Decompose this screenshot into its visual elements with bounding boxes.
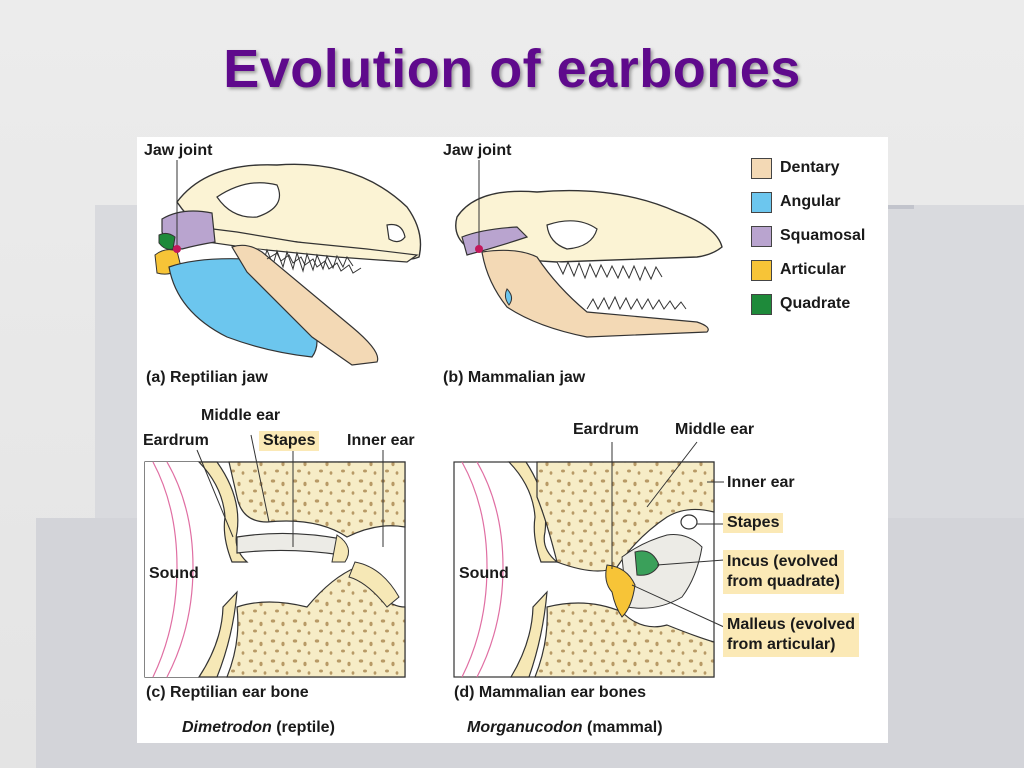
legend-label-angular: Angular (780, 193, 841, 210)
mammal-skull (455, 189, 723, 282)
mammal-malleus (605, 564, 636, 618)
legend-swatch-squamosal (751, 225, 772, 247)
legend-item-articular: Articular (751, 253, 865, 287)
legend-label-squamosal: Squamosal (780, 227, 866, 244)
d-sound-label: Sound (459, 565, 509, 582)
legend-swatch-angular (751, 191, 772, 213)
bone-legend: Dentary Angular Squamosal Articular Quad… (751, 151, 865, 321)
caption-reptilian-jaw: (a) Reptilian jaw (146, 369, 268, 386)
d-malleus-line-1: Malleus (evolved (727, 616, 856, 633)
c-stapes-label: Stapes (259, 431, 320, 451)
mammal-angular (504, 288, 513, 306)
figure-artwork (144, 160, 725, 678)
slide-title: Evolution of earbones (223, 39, 801, 99)
reptile-jaw-joint-dot (173, 245, 181, 253)
reptile-dentary (231, 244, 379, 366)
d-incus-label: Incus (evolved from quadrate) (723, 550, 844, 594)
legend-item-squamosal: Squamosal (751, 219, 865, 253)
legend-swatch-articular (751, 259, 772, 281)
d-inner-ear-label: Inner ear (727, 474, 795, 491)
reptile-ear-section (144, 434, 406, 678)
d-eardrum-label: Eardrum (573, 421, 639, 438)
mammal-dentary (481, 249, 709, 338)
d-stapes-label: Stapes (723, 513, 784, 533)
reptile-jaw-joint-label: Jaw joint (144, 142, 213, 159)
legend-item-angular: Angular (751, 185, 865, 219)
caption-mammalian-ear: (d) Mammalian ear bones (454, 684, 647, 701)
caption-reptilian-ear: (c) Reptilian ear bone (146, 684, 309, 701)
c-sound-label: Sound (149, 565, 199, 582)
legend-label-articular: Articular (780, 261, 846, 278)
legend-swatch-quadrate (751, 293, 772, 315)
d-incus-line-2: from quadrate) (727, 573, 840, 590)
c-middle-ear-label: Middle ear (201, 407, 281, 424)
legend-item-quadrate: Quadrate (751, 287, 865, 321)
mammal-jaw-joint-label: Jaw joint (443, 142, 512, 159)
legend-label-quadrate: Quadrate (780, 295, 851, 312)
mammal-ear-section (453, 441, 725, 678)
caption-mammalian-jaw: (b) Mammalian jaw (443, 369, 586, 386)
morganucodon-name: Morganucodon (467, 719, 583, 736)
mammal-jaw-joint-dot (475, 245, 483, 253)
dimetrodon-group: (reptile) (271, 719, 335, 736)
d-malleus-line-2: from articular) (727, 636, 836, 653)
legend-item-dentary: Dentary (751, 151, 865, 185)
legend-swatch-dentary (751, 157, 772, 179)
background-rule (888, 205, 914, 209)
legend-label-dentary: Dentary (780, 159, 840, 176)
reptile-angular (168, 258, 318, 358)
dimetrodon-name: Dimetrodon (182, 719, 272, 736)
mammal-stapes (680, 514, 698, 530)
c-inner-ear-label: Inner ear (347, 432, 415, 449)
caption-dimetrodon: Dimetrodon (reptile) (182, 719, 335, 737)
d-middle-ear-label: Middle ear (675, 421, 755, 438)
d-incus-line-1: Incus (evolved (727, 553, 839, 570)
morganucodon-group: (mammal) (582, 719, 663, 736)
reptile-quadrate (158, 232, 176, 250)
reptile-skull (176, 163, 422, 273)
earbone-figure: Jaw joint Jaw joint (a) Reptilian jaw (b… (137, 137, 888, 743)
d-malleus-label: Malleus (evolved from articular) (723, 613, 860, 657)
c-eardrum-label: Eardrum (143, 432, 209, 449)
caption-morganucodon: Morganucodon (mammal) (467, 719, 663, 737)
